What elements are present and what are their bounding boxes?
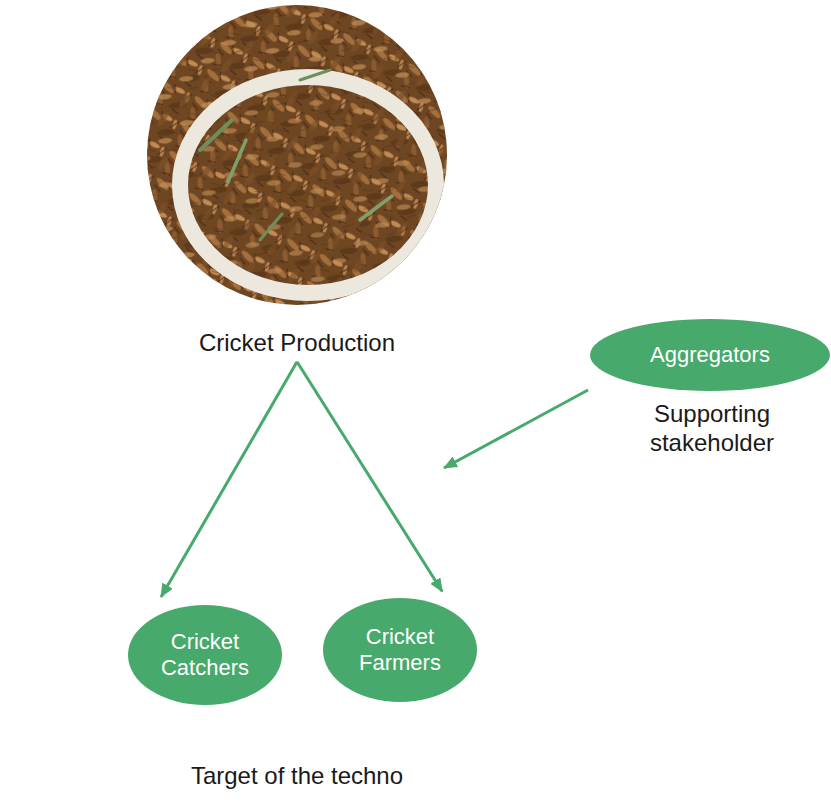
node-label: Aggregators — [650, 342, 770, 368]
node-label: Cricket Farmers — [350, 624, 450, 677]
ellipse-shape — [323, 598, 477, 702]
stakeholder-ellipse: Aggregators — [590, 319, 830, 391]
connector-arrow — [161, 362, 297, 597]
leader-line — [444, 390, 588, 468]
stakeholder-ellipse: Cricket Farmers — [323, 598, 477, 702]
ellipse-shape — [590, 319, 830, 391]
annotation-text: Target of the techno — [132, 762, 462, 791]
node-label: Cricket Production — [199, 329, 395, 358]
photo-node: Cricket Production — [147, 5, 447, 362]
connector-arrow — [297, 362, 442, 592]
ellipse-shape — [128, 605, 282, 705]
stakeholder-ellipse: Cricket Catchers — [128, 605, 282, 705]
node-label: Cricket Catchers — [155, 629, 255, 682]
annotation-text: Supporting stakeholder — [612, 400, 812, 458]
